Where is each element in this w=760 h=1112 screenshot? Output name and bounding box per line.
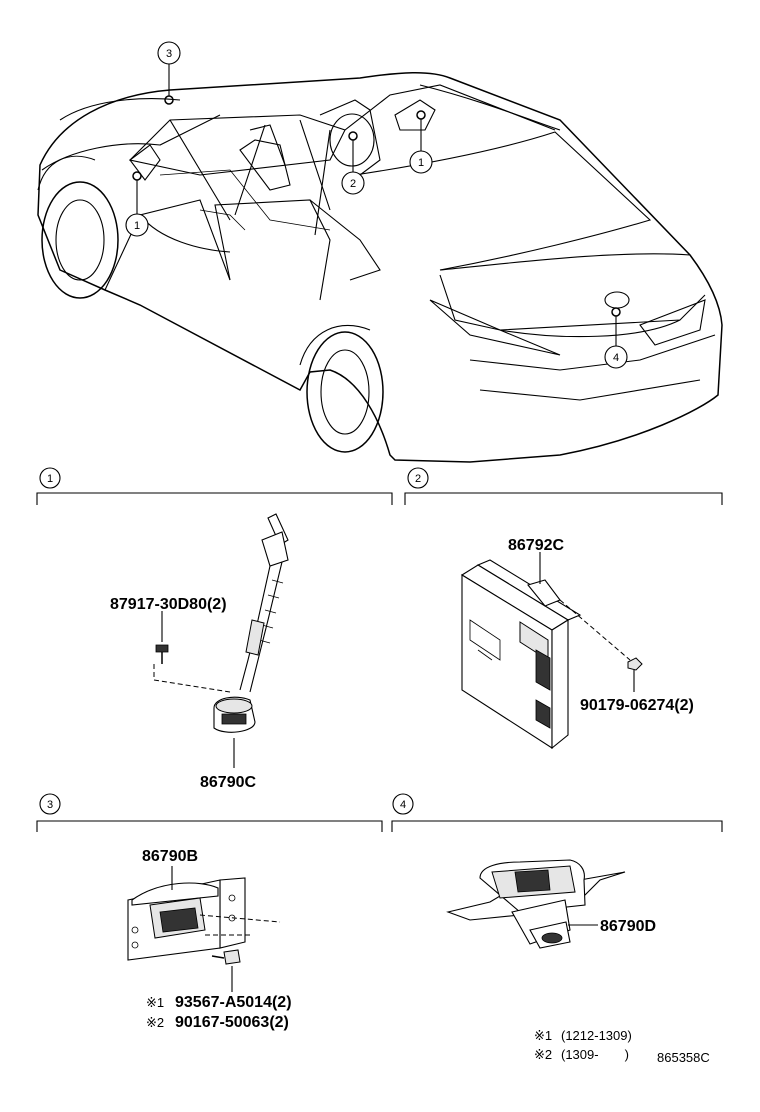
callout-3-car: 3 xyxy=(157,41,181,65)
svg-text:4: 4 xyxy=(613,352,619,364)
svg-text:※1: ※1 xyxy=(534,1028,552,1043)
part-87917-30D80: 87917-30D80(2) xyxy=(110,596,227,613)
svg-text:90167-50063(2): 90167-50063(2) xyxy=(175,1014,289,1031)
svg-text:(1212-1309): (1212-1309) xyxy=(561,1028,632,1043)
svg-text:2: 2 xyxy=(415,473,421,485)
callout-1-left-mirror: 1 xyxy=(125,213,149,237)
callout-1-right-mirror: 1 xyxy=(409,150,433,174)
callout-4-trunk: 4 xyxy=(604,345,628,369)
note-1: ※1 (1212-1309) xyxy=(534,1028,632,1043)
car-illustration xyxy=(37,64,723,463)
camera-ecu-drawing xyxy=(460,552,643,750)
fastener-1: ※1 93567-A5014(2) xyxy=(146,994,292,1011)
side-camera-drawing xyxy=(153,513,289,768)
diagram-code: 865358C xyxy=(657,1050,710,1065)
rear-camera-drawing xyxy=(446,859,626,949)
svg-text:3: 3 xyxy=(166,48,172,60)
section-4-header: 4 xyxy=(391,793,723,832)
svg-text:1: 1 xyxy=(47,473,53,485)
svg-text:2: 2 xyxy=(350,178,356,190)
part-90179-06274: 90179-06274(2) xyxy=(580,697,694,714)
svg-text:※2: ※2 xyxy=(534,1047,552,1062)
part-86790C: 86790C xyxy=(200,774,256,791)
svg-text:93567-A5014(2): 93567-A5014(2) xyxy=(175,994,292,1011)
part-86792C: 86792C xyxy=(508,537,564,554)
part-86790D: 86790D xyxy=(600,918,656,935)
fastener-2: ※2 90167-50063(2) xyxy=(146,1014,289,1031)
part-86790B: 86790B xyxy=(142,848,198,865)
svg-text:1: 1 xyxy=(418,157,424,169)
section-3-header: 3 xyxy=(36,793,383,832)
section-1-header: 1 xyxy=(36,467,393,505)
section-2-header: 2 xyxy=(404,467,723,505)
callout-2-dash: 2 xyxy=(341,171,365,195)
svg-text:4: 4 xyxy=(400,799,406,811)
svg-text:1: 1 xyxy=(134,220,140,232)
svg-text:※2: ※2 xyxy=(146,1015,164,1030)
svg-text:3: 3 xyxy=(47,799,53,811)
front-camera-drawing xyxy=(127,866,281,992)
svg-text:(1309- ): (1309- ) xyxy=(561,1047,629,1062)
svg-text:※1: ※1 xyxy=(146,995,164,1010)
note-2: ※2 (1309- ) xyxy=(534,1047,629,1062)
